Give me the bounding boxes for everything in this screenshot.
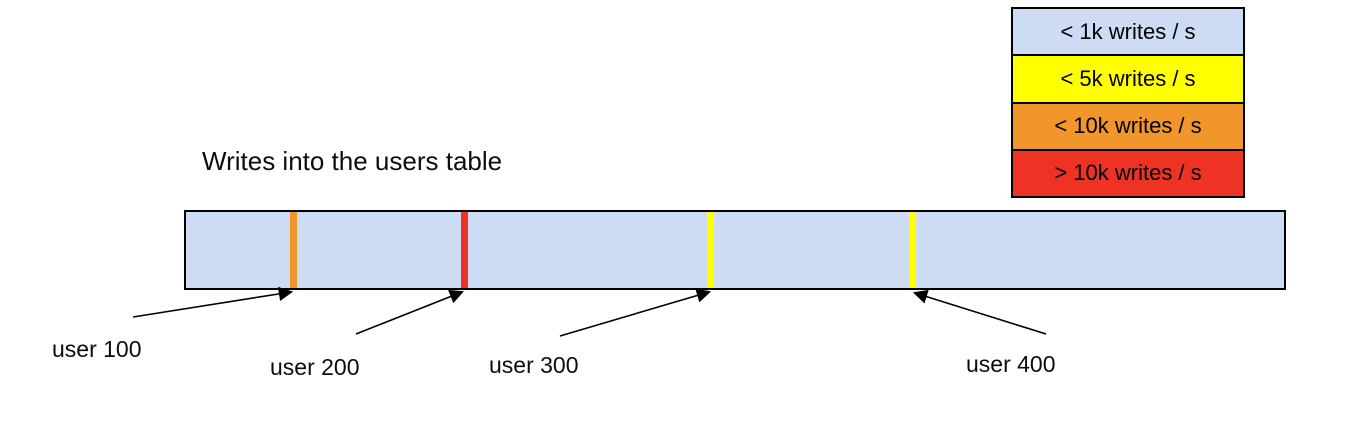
write-rate-legend: < 1k writes / s < 5k writes / s < 10k wr… [1011,7,1245,198]
legend-row-lt-10k: < 10k writes / s [1013,103,1243,151]
arrow-user-400 [912,289,1047,335]
users-table-bar [184,210,1286,290]
shard-marker-user-300 [707,212,714,288]
legend-label-lt-5k: < 5k writes / s [1060,65,1196,91]
diagram-title: Writes into the users table [202,146,503,176]
shard-marker-user-400 [909,212,916,288]
legend-label-lt-1k: < 1k writes / s [1060,18,1196,44]
legend-row-gt-10k: > 10k writes / s [1013,150,1243,196]
arrow-user-200 [355,289,465,335]
legend-row-lt-1k: < 1k writes / s [1013,9,1243,57]
legend-label-gt-10k: > 10k writes / s [1054,160,1202,186]
legend-label-lt-10k: < 10k writes / s [1054,113,1202,139]
shard-marker-user-100 [290,212,297,288]
shard-marker-user-200 [461,212,468,288]
user-100-label: user 100 [52,336,142,362]
legend-row-lt-5k: < 5k writes / s [1013,56,1243,104]
user-400-label: user 400 [966,351,1056,377]
user-200-label: user 200 [270,354,360,380]
user-300-label: user 300 [489,352,579,378]
arrow-user-100 [132,286,294,318]
arrow-user-300 [559,288,712,337]
